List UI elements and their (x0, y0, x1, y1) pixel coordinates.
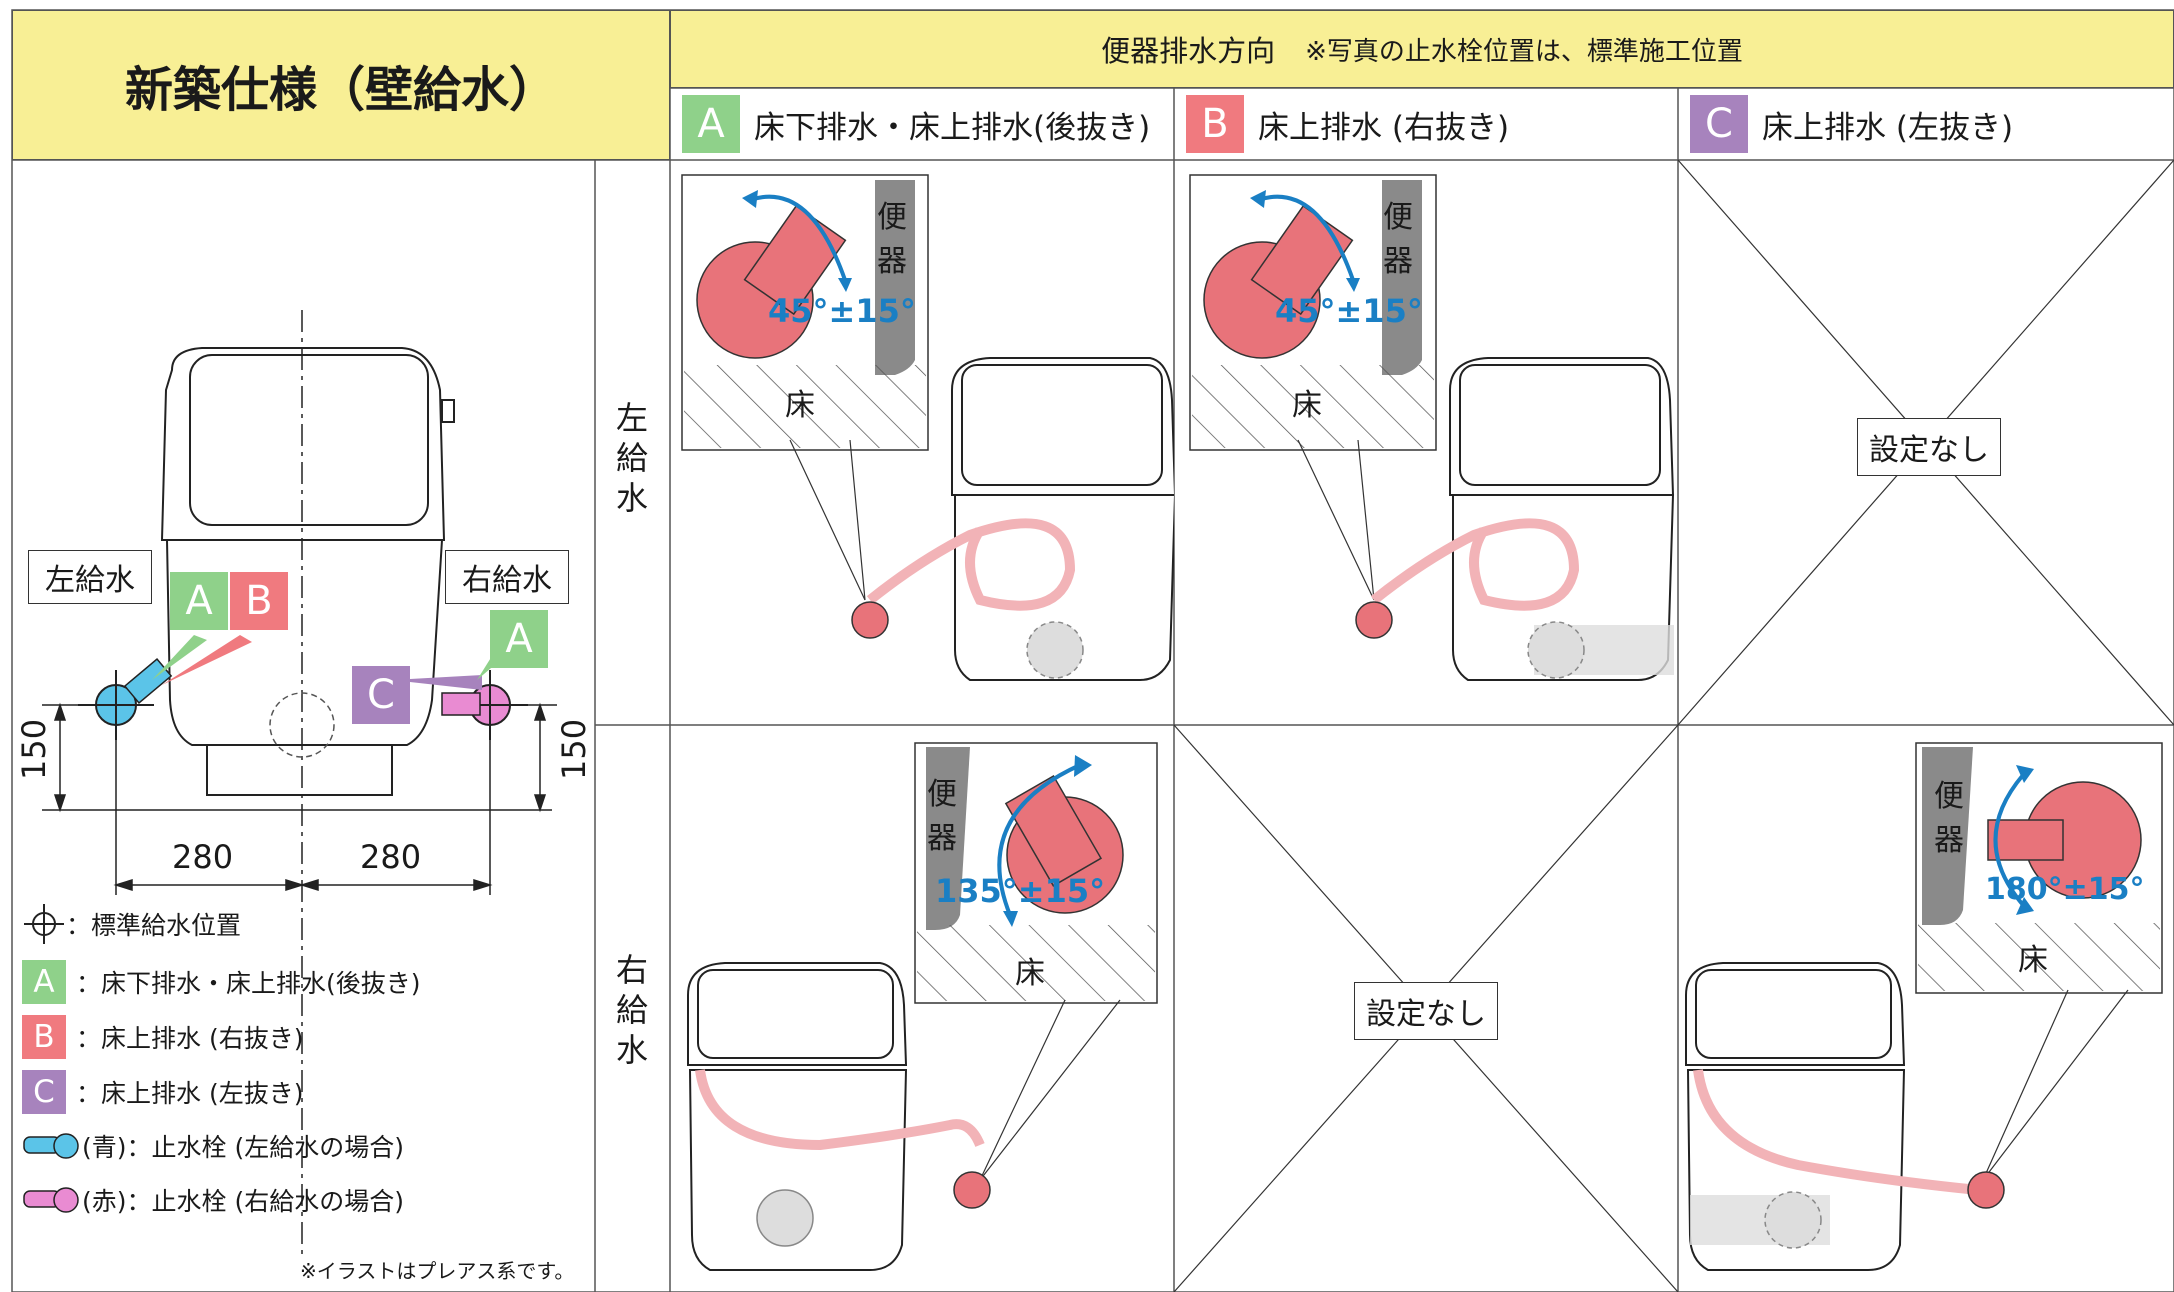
dim-left-horizontal: 280 (172, 838, 234, 876)
cell-right-c-angle: 180°±15° (1985, 872, 2145, 907)
left-title: 新築仕様（壁給水） (12, 10, 670, 160)
option-label-c: 床上排水 (左抜き) (1762, 109, 2014, 146)
crosshair-icon (24, 904, 64, 944)
right-title: 便器排水方向 (1101, 34, 1276, 68)
legend-a: A ：床下排水・床上排水(後抜き) (22, 958, 421, 1006)
cell-right-c-wall: 便器 (1934, 779, 1964, 858)
diagram-badge-a-left: A (170, 572, 228, 630)
legend-b-text: ：床上排水 (右抜き) (76, 1024, 304, 1053)
dim-right-horizontal: 280 (360, 838, 422, 876)
label-left-supply: 左給水 (28, 550, 152, 604)
option-header-b: B 床上排水 (右抜き) (1174, 88, 1678, 160)
row-label-right-supply: 右給水 (615, 951, 648, 1069)
diagram-badge-c: C (352, 666, 410, 724)
option-label-b: 床上排水 (右抜き) (1258, 109, 1510, 146)
legend-red: (赤)：止水栓 (右給水の場合) (22, 1176, 404, 1224)
badge-b: B (1186, 95, 1244, 153)
red-valve-icon (23, 1187, 79, 1213)
option-header-c: C 床上排水 (左抜き) (1678, 88, 2174, 160)
cell-left-c-none: 設定なし (1857, 418, 2001, 476)
dim-left-vertical: 150 (15, 718, 53, 780)
option-label-a: 床下排水・床上排水(後抜き) (754, 109, 1151, 146)
label-right-supply: 右給水 (445, 550, 569, 604)
legend-c: C ：床上排水 (左抜き) (22, 1068, 303, 1116)
blue-valve-icon (23, 1133, 79, 1159)
right-note: ※写真の止水栓位置は、標準施工位置 (1305, 36, 1743, 67)
legend-b: B ：床上排水 (右抜き) (22, 1013, 303, 1061)
legend-blue-text: (青)：止水栓 (左給水の場合) (82, 1133, 404, 1162)
cell-right-a-wall: 便器 (927, 777, 957, 856)
cell-left-b-angle: 45°±15° (1275, 292, 1423, 330)
cell-left-b-wall: 便器 (1383, 200, 1413, 279)
legend-standard: ：標準給水位置 (22, 900, 241, 948)
cell-right-a-angle: 135°±15° (935, 872, 1106, 910)
legend-blue: (青)：止水栓 (左給水の場合) (22, 1122, 404, 1170)
option-header-a: A 床下排水・床上排水(後抜き) (670, 88, 1174, 160)
legend-red-text: (赤)：止水栓 (右給水の場合) (82, 1187, 404, 1216)
cell-left-b-illustration (1189, 174, 1675, 681)
legend-standard-text: ：標準給水位置 (66, 911, 242, 940)
legend-badge-b: B (22, 1015, 66, 1059)
dim-right-vertical: 150 (555, 718, 593, 780)
cell-right-c-floor: 床 (2018, 943, 2048, 978)
footnote: ※イラストはプレアス系です。 (300, 1259, 575, 1283)
badge-a: A (682, 95, 740, 153)
cell-right-c-illustration (1685, 742, 2163, 1271)
legend-c-text: ：床上排水 (左抜き) (76, 1079, 304, 1108)
legend-badge-c: C (22, 1070, 66, 1114)
diagram-badge-b: B (230, 572, 288, 630)
cell-left-a-wall: 便器 (877, 200, 907, 279)
cell-left-b-floor: 床 (1292, 388, 1322, 423)
cell-left-a-floor: 床 (785, 388, 815, 423)
legend-a-text: ：床下排水・床上排水(後抜き) (76, 969, 421, 998)
diagram-badge-a-right: A (490, 610, 548, 668)
row-label-left-supply: 左給水 (615, 399, 648, 517)
crosshair-left-icon (78, 670, 154, 740)
cell-right-a-illustration (687, 742, 1158, 1271)
cell-right-b-none: 設定なし (1354, 982, 1498, 1040)
pink-valve-icon (441, 692, 481, 716)
cell-right-a-floor: 床 (1015, 956, 1045, 991)
badge-c: C (1690, 95, 1748, 153)
cell-left-a-angle: 45°±15° (768, 292, 916, 330)
legend-badge-a: A (22, 960, 66, 1004)
cell-left-a-illustration (681, 174, 1174, 681)
